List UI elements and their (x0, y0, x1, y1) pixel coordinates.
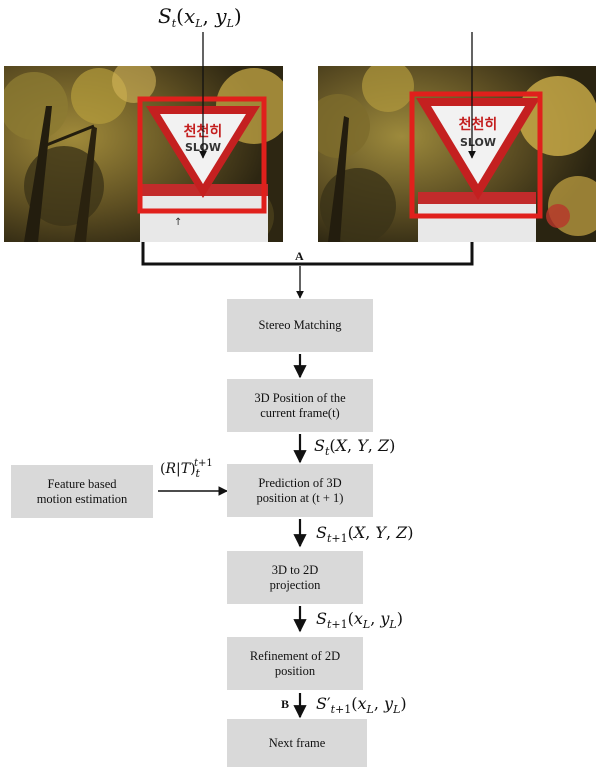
3d-position-box: 3D Position of the current frame(t) (227, 379, 373, 432)
motion-label: (R|T)tt+1 (160, 458, 213, 480)
prediction-box: Prediction of 3D position at (t + 1) (227, 464, 373, 517)
top-point-label: St(xL, yL) (158, 4, 242, 30)
label-a: A (295, 249, 304, 263)
svg-text:↑: ↑ (174, 217, 182, 228)
sign-english-text-right: SLOW (460, 136, 496, 149)
right-stereo-image: 천천히 SLOW (318, 66, 596, 242)
next-frame-box: Next frame (227, 719, 367, 767)
stereo-matching-box: Stereo Matching (227, 299, 373, 352)
right-roi-frame (409, 91, 543, 219)
bracket-a (141, 242, 474, 266)
sign-korean-text-right: 천천히 (459, 116, 498, 133)
s-prime-t1-xy-label: S′t+1(xL, yL) (316, 694, 407, 716)
label-b: B (281, 697, 290, 711)
s-t1-xyz-label: St+1(X, Y, Z) (316, 523, 414, 545)
s-t1-xy-label: St+1(xL, yL) (316, 609, 403, 631)
refinement-box: Refinement of 2D position (227, 637, 363, 690)
left-roi-frame (137, 96, 267, 214)
left-stereo-image: ↑ 천천히 SLOW (4, 66, 283, 242)
projection-box: 3D to 2D projection (227, 551, 363, 604)
s-t-xyz-label: St(X, Y, Z) (314, 436, 396, 458)
feature-motion-box: Feature based motion estimation (11, 465, 153, 518)
